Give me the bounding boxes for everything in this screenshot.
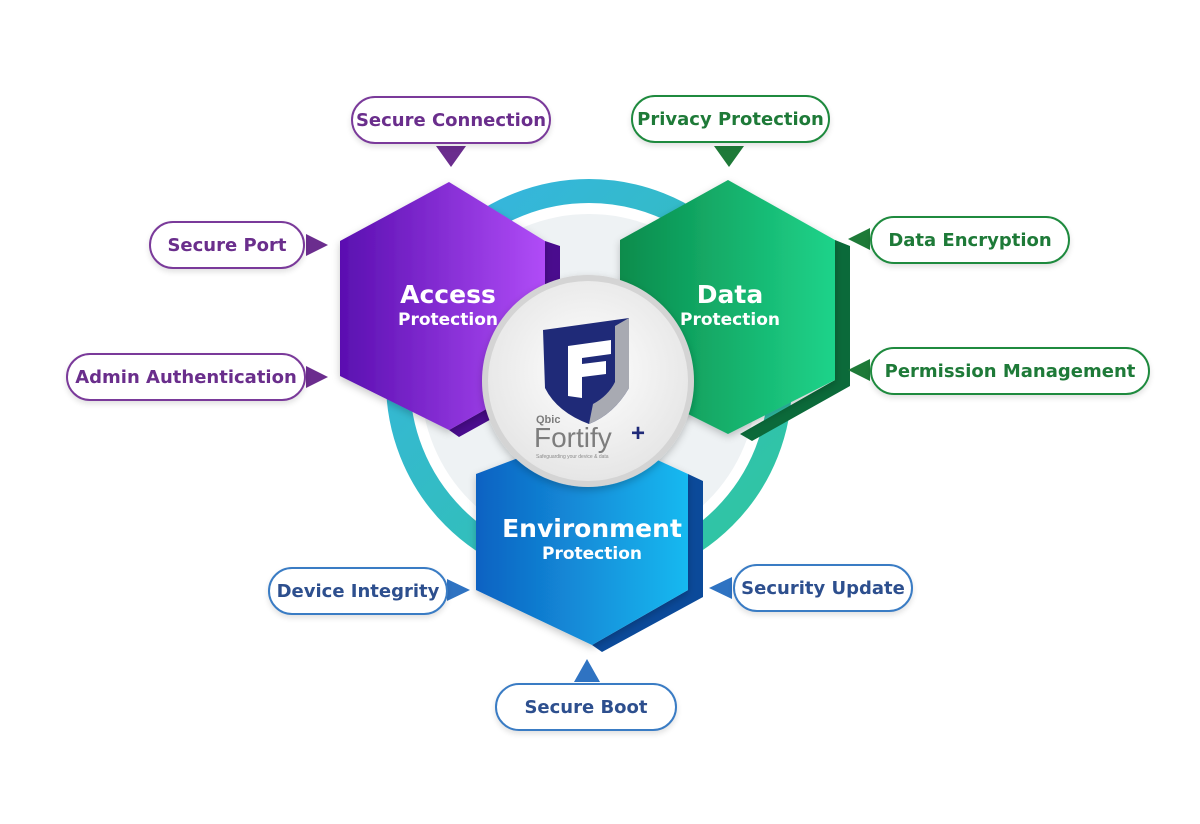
feature-device-integrity[interactable]: Device Integrity xyxy=(268,567,448,615)
data-hex-label: Data Protection xyxy=(652,281,808,331)
pointer-data-encryption xyxy=(848,228,870,250)
logo-brand: Fortify xyxy=(534,422,612,453)
access-title: Access xyxy=(400,280,496,309)
pointer-permission-management xyxy=(848,359,870,381)
pointer-secure-boot xyxy=(574,659,600,682)
environment-hex-label: Environment Protection xyxy=(492,515,692,565)
data-title: Data xyxy=(696,280,764,309)
pointer-secure-connection xyxy=(436,146,466,167)
access-hex-label: Access Protection xyxy=(370,281,526,331)
pointer-device-integrity xyxy=(447,579,470,601)
data-hex-side xyxy=(740,240,850,441)
feature-admin-authentication[interactable]: Admin Authentication xyxy=(66,353,306,401)
shield-f-icon xyxy=(543,318,629,424)
environment-title: Environment xyxy=(502,514,682,543)
environment-hex-side xyxy=(592,474,703,652)
pointer-secure-port xyxy=(306,234,328,256)
feature-permission-management[interactable]: Permission Management xyxy=(870,347,1150,395)
feature-security-update[interactable]: Security Update xyxy=(733,564,913,612)
environment-subtitle: Protection xyxy=(542,544,642,564)
data-subtitle: Protection xyxy=(680,310,780,330)
feature-secure-connection[interactable]: Secure Connection xyxy=(351,96,551,144)
environment-hexagon xyxy=(476,430,688,645)
logo-tagline: Safeguarding your device & data xyxy=(536,454,609,460)
pointer-privacy-protection xyxy=(714,146,744,167)
feature-privacy-protection[interactable]: Privacy Protection xyxy=(631,95,830,143)
pointer-admin-authentication xyxy=(306,366,328,388)
pointer-security-update xyxy=(709,577,732,599)
feature-secure-boot[interactable]: Secure Boot xyxy=(495,683,677,731)
feature-secure-port[interactable]: Secure Port xyxy=(149,221,305,269)
access-subtitle: Protection xyxy=(398,310,498,330)
logo-brand-small: Qbic xyxy=(536,414,561,426)
feature-data-encryption[interactable]: Data Encryption xyxy=(870,216,1070,264)
logo-plus: + xyxy=(631,420,646,447)
